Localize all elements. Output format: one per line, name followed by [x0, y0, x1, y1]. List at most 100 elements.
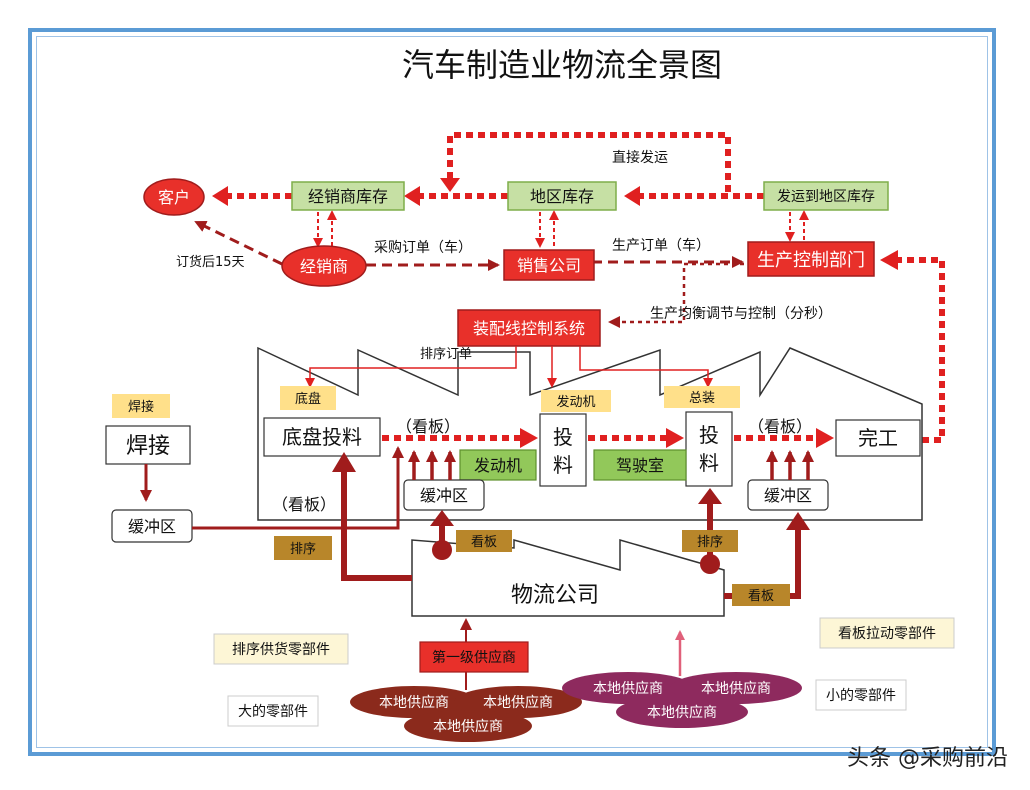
ship-to-regional-label: 发运到地区库存 [777, 189, 875, 205]
tier1-supplier-label: 第一级供应商 [432, 649, 516, 666]
direct-ship-flow [447, 132, 731, 192]
feed-1-char-2: 料 [553, 453, 573, 477]
local-supplier-label: 本地供应商 [483, 694, 553, 711]
welding-label: 焊接 [126, 434, 170, 459]
tier1-supplier-box: 第一级供应商 [419, 641, 529, 673]
legend-sequence-parts: 排序供货零部件 [213, 633, 349, 665]
arrowhead [786, 512, 810, 530]
sequence-order-lines [305, 346, 713, 388]
sequence-order-label: 排序订单 [420, 347, 472, 362]
cab-box: 驾驶室 [593, 449, 687, 481]
kanban-node-1 [432, 540, 452, 560]
arrowhead [698, 488, 722, 504]
purchase-order-label: 采购订单（车） [374, 239, 472, 256]
engine-tag: 发动机 [541, 390, 611, 412]
arrowhead [624, 186, 640, 206]
final-assembly-tag-label: 总装 [689, 391, 715, 406]
assembly-control-box: 装配线控制系统 [457, 309, 601, 347]
outer-frame [28, 28, 996, 756]
dealer-node: 经销商 [281, 245, 367, 287]
legend-sequence-parts-label: 排序供货零部件 [232, 641, 330, 658]
sales-company-box: 销售公司 [503, 249, 595, 281]
logistics-label: 物流公司 [511, 583, 599, 608]
buffer-2-label: 缓冲区 [764, 486, 812, 505]
cab-label: 驾驶室 [616, 456, 664, 475]
arrowhead [880, 250, 898, 270]
kanban-tag-2-label: 看板 [748, 588, 774, 604]
direct-ship-arrowhead [440, 178, 460, 192]
watermark: 头条 @采购前沿 [847, 746, 1008, 771]
balance-control-label: 生产均衡调节与控制（分秒） [650, 306, 832, 322]
engine-tag-label: 发动机 [556, 394, 595, 410]
feed-1-char-1: 投 [553, 425, 573, 449]
local-supplier-label: 本地供应商 [701, 680, 771, 697]
production-control-label: 生产控制部门 [757, 250, 865, 271]
arrowhead [666, 428, 684, 448]
sales-company-label: 销售公司 [517, 256, 581, 275]
welding-tag-label: 焊接 [128, 399, 154, 415]
chassis-feed-box: 底盘投料 [263, 417, 381, 457]
kanban-label-2: （看板） [748, 417, 812, 436]
dealer-inventory-box: 经销商库存 [291, 181, 405, 211]
local-supplier-purple-1: 本地供应商 [562, 672, 694, 704]
local-supplier-label: 本地供应商 [379, 694, 449, 711]
ship-to-regional-box: 发运到地区库存 [763, 181, 889, 211]
assembly-control-label: 装配线控制系统 [473, 319, 585, 338]
feed-box-2: 投 料 [685, 411, 733, 487]
production-order-label: 生产订单（车） [612, 237, 710, 254]
regional-inventory-box: 地区库存 [507, 181, 617, 211]
legend-kanban-parts-label: 看板拉动零部件 [838, 626, 936, 642]
inventory-links [313, 210, 809, 248]
arrowhead [430, 510, 454, 526]
engine-box: 发动机 [459, 449, 537, 481]
diagram-title: 汽车制造业物流全景图 [402, 46, 722, 84]
sequence-node-2 [700, 554, 720, 574]
arrowhead [816, 428, 834, 448]
sequence-tag-1-label: 排序 [290, 542, 316, 557]
kanban-tag-1: 看板 [456, 530, 512, 552]
welding-tag: 焊接 [112, 394, 170, 418]
kanban-tag-2: 看板 [732, 584, 790, 606]
legend-small-parts: 小的零部件 [815, 679, 907, 711]
flow-balance-control [608, 262, 744, 328]
arrowhead [332, 452, 356, 472]
flow-welding-buffer-to-chassis [192, 446, 404, 530]
kanban-label-1: （看板） [396, 417, 460, 436]
legend-kanban-parts: 看板拉动零部件 [819, 617, 955, 649]
legend-small-parts-label: 小的零部件 [826, 688, 896, 704]
regional-inventory-label: 地区库存 [530, 187, 594, 206]
customer-label: 客户 [158, 188, 190, 207]
chassis-feed-label: 底盘投料 [282, 425, 362, 449]
welding-box: 焊接 [105, 425, 191, 465]
flow-logistics-to-chassis [341, 468, 412, 581]
factory-building [257, 346, 923, 521]
arrowhead [404, 186, 420, 206]
sequence-tag-2: 排序 [682, 530, 738, 552]
buffer-feed-arrows [408, 450, 814, 480]
order-15-label: 订货后15天 [176, 254, 245, 270]
final-assembly-tag: 总装 [664, 386, 740, 408]
local-supplier-purple-2: 本地供应商 [670, 672, 802, 704]
arrowhead [520, 428, 538, 448]
dealer-label: 经销商 [300, 257, 348, 276]
buffer-box-1: 缓冲区 [403, 479, 485, 511]
local-supplier-label: 本地供应商 [647, 704, 717, 721]
complete-label: 完工 [858, 426, 898, 450]
feed-2-char-2: 料 [699, 451, 719, 475]
local-supplier-brown-1: 本地供应商 [350, 686, 478, 718]
local-supplier-label: 本地供应商 [593, 680, 663, 697]
kanban-label-3: （看板） [272, 495, 336, 514]
buffer-1-label: 缓冲区 [420, 486, 468, 505]
flow-completion-feedback [896, 257, 945, 443]
welding-buffer-box: 缓冲区 [111, 509, 193, 543]
local-supplier-label: 本地供应商 [433, 718, 503, 735]
local-supplier-brown-3: 本地供应商 [404, 710, 532, 742]
feed-box-1: 投 料 [539, 413, 587, 487]
production-control-box: 生产控制部门 [747, 241, 875, 277]
kanban-tag-1-label: 看板 [471, 534, 497, 550]
dealer-inventory-label: 经销商库存 [308, 187, 388, 206]
engine-label: 发动机 [474, 456, 522, 475]
customer-node: 客户 [143, 178, 205, 216]
feed-2-char-1: 投 [699, 423, 719, 447]
